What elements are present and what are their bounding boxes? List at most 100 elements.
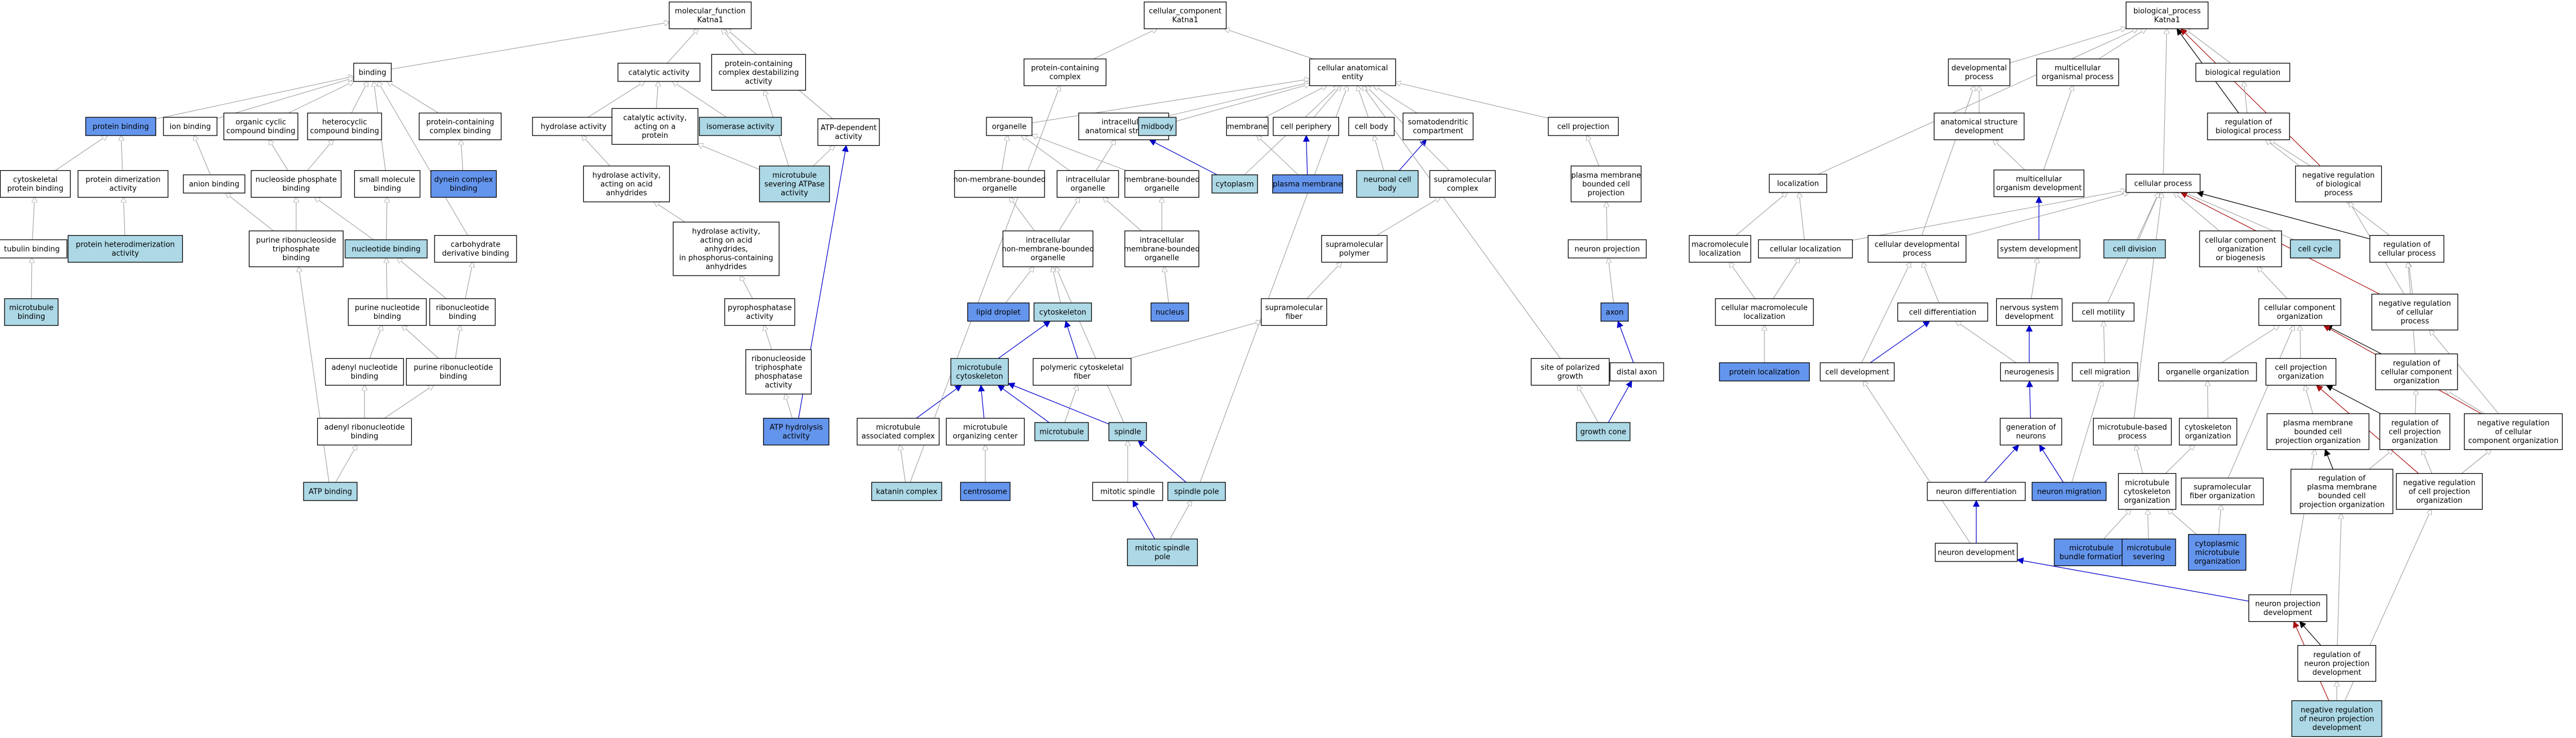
term-node-distalaxon[interactable]: distal axon xyxy=(1610,362,1664,382)
term-node-orgorg[interactable]: organelle organization xyxy=(2158,362,2257,382)
term-node-motility[interactable]: cell motility xyxy=(2072,302,2135,322)
term-node-migration[interactable]: cell migration xyxy=(2071,362,2139,382)
term-node-intranonmem[interactable]: intracellularnon-membrane-boundedorganel… xyxy=(1002,230,1094,268)
term-node-bioreg[interactable]: biological regulation xyxy=(2195,63,2291,82)
term-node-catact[interactable]: catalytic activity xyxy=(617,63,701,82)
term-node-organelle[interactable]: organelle xyxy=(986,117,1033,136)
term-node-cytoplasm[interactable]: cytoplasm xyxy=(1211,174,1258,194)
term-node-isomer[interactable]: isomerase activity xyxy=(699,117,782,136)
term-node-axon[interactable]: axon xyxy=(1600,302,1629,322)
term-node-sysdev[interactable]: system development xyxy=(1997,239,2081,259)
term-node-anionbind[interactable]: anion binding xyxy=(183,174,245,194)
term-node-hydroanh[interactable]: hydrolase activity,acting on acidanhydri… xyxy=(673,222,780,276)
term-node-neurmig[interactable]: neuron migration xyxy=(2032,482,2107,501)
term-node-celldev[interactable]: cell development xyxy=(1820,362,1895,382)
term-node-protloc[interactable]: protein localization xyxy=(1719,362,1810,382)
term-node-hydroacid[interactable]: hydrolase activity,acting on acidanhydri… xyxy=(583,165,670,203)
term-node-localization[interactable]: localization xyxy=(1768,174,1828,193)
term-node-midbody[interactable]: midbody xyxy=(1138,117,1177,136)
term-node-nucleus[interactable]: nucleus xyxy=(1150,302,1189,322)
term-node-nucleotide[interactable]: nucleotide binding xyxy=(345,239,428,259)
term-node-cellproc[interactable]: cellular process xyxy=(2125,174,2201,193)
term-node-spindlepole[interactable]: spindle pole xyxy=(1167,482,1226,501)
term-node-lipid[interactable]: lipid droplet xyxy=(967,302,1030,322)
term-node-ionbind[interactable]: ion binding xyxy=(163,117,218,136)
term-node-plasmamem[interactable]: plasma membrane xyxy=(1272,174,1344,194)
term-node-cellproj[interactable]: cell projection xyxy=(1547,117,1619,136)
term-node-neuronproj[interactable]: neuron projection xyxy=(1567,239,1647,259)
term-node-cytoskel[interactable]: cytoskeleton xyxy=(1033,302,1092,322)
term-node-protbind[interactable]: protein binding xyxy=(85,117,157,136)
term-node-ribotriph[interactable]: ribonucleosidetriphosphatephosphataseact… xyxy=(745,349,812,395)
term-node-cellloc[interactable]: cellular localization xyxy=(1758,239,1853,259)
term-node-celldiff[interactable]: cell differentiation xyxy=(1897,302,1988,322)
term-node-celldiv[interactable]: cell division xyxy=(2103,239,2166,259)
term-node-growthcone[interactable]: growth cone xyxy=(1576,422,1631,441)
term-node-atpbind[interactable]: ATP binding xyxy=(303,482,358,501)
term-node-microtubule[interactable]: microtubule xyxy=(1034,422,1089,441)
term-node-neurdev[interactable]: neuron development xyxy=(1935,543,2018,562)
